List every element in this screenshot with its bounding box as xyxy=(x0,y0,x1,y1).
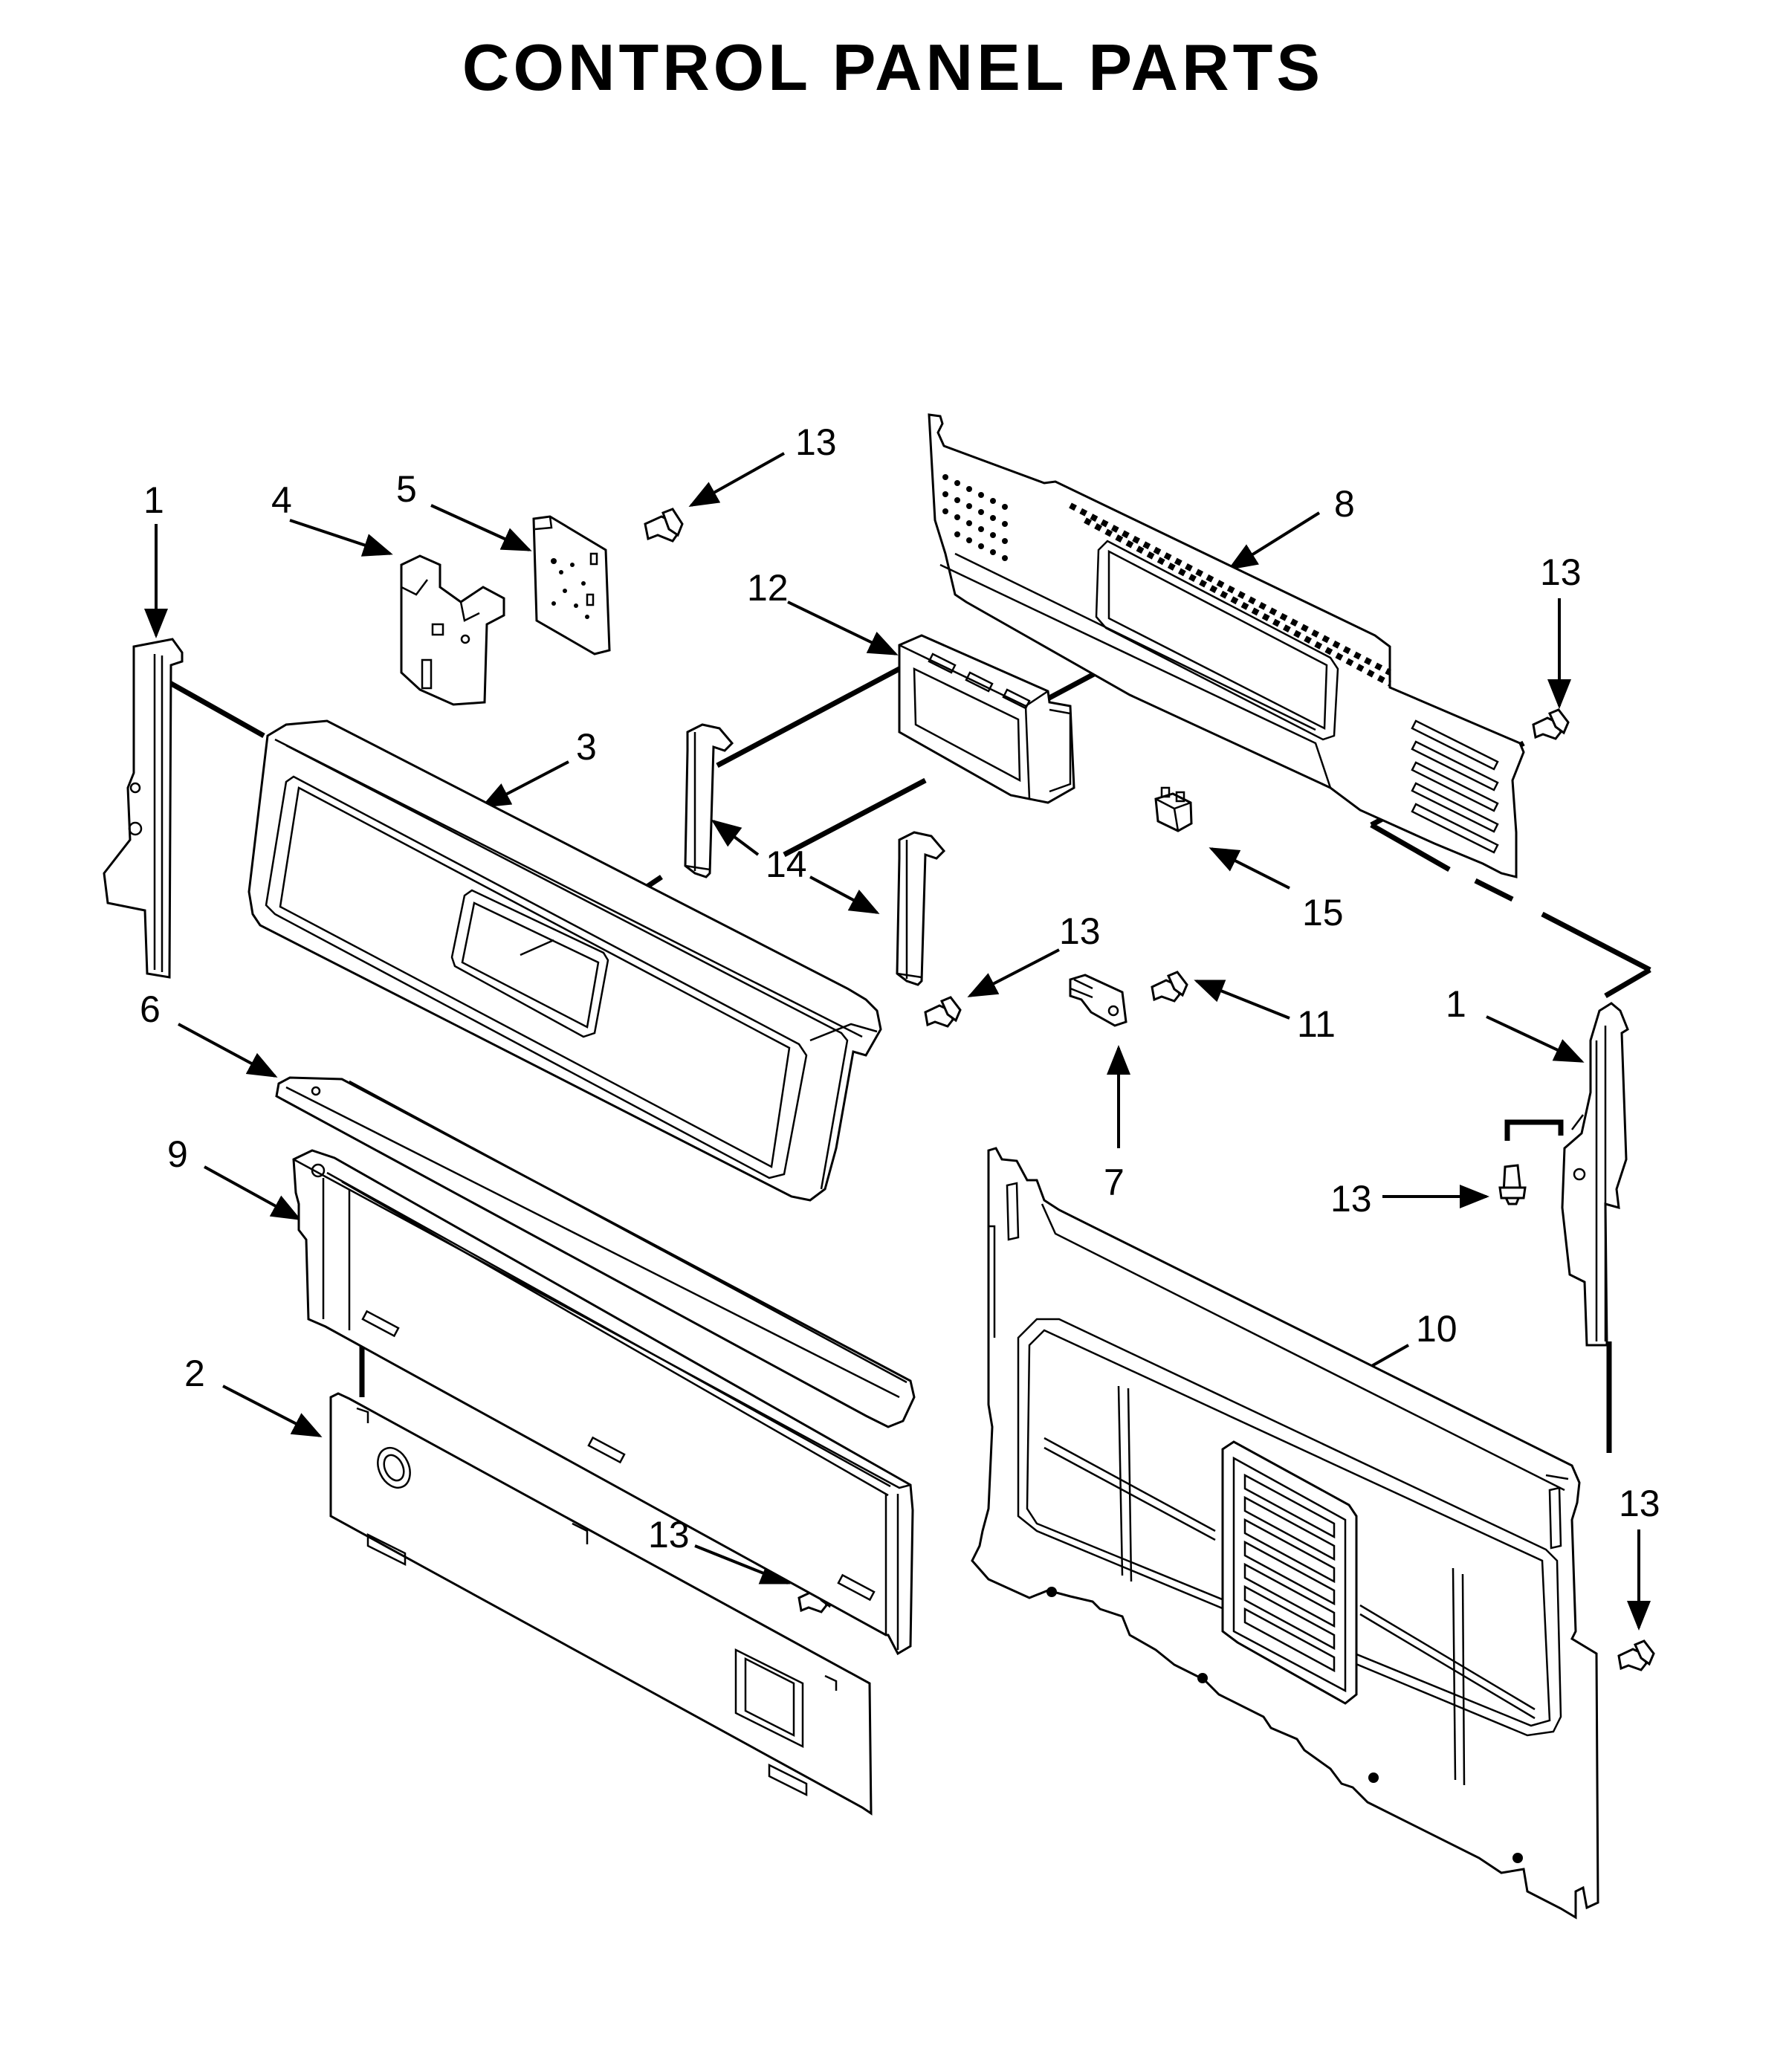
callout-13-mid: 13 xyxy=(1059,910,1101,952)
part-4-bracket xyxy=(400,554,505,706)
callout-15: 15 xyxy=(1302,892,1344,933)
part-8-rear-panel xyxy=(928,413,1525,878)
part-15-component xyxy=(1154,786,1193,832)
part-2-cover-plate xyxy=(329,1392,873,1816)
callout-12: 12 xyxy=(747,567,789,609)
callout-11: 11 xyxy=(1297,1003,1336,1045)
callout-13-right-top: 13 xyxy=(1540,551,1582,593)
leader-arrows xyxy=(144,452,1651,1631)
part-1-right-endcap xyxy=(1561,1002,1629,1347)
callout-7: 7 xyxy=(1104,1162,1125,1203)
vent-slots-panel-10 xyxy=(1243,1473,1336,1673)
part-7-clip xyxy=(1069,974,1127,1027)
screw-13-right-top xyxy=(1532,708,1570,740)
part-9-front-frame xyxy=(292,1149,914,1656)
callout-9: 9 xyxy=(167,1133,188,1175)
part-3-console xyxy=(247,719,882,1202)
callout-1-right: 1 xyxy=(1446,983,1466,1025)
screw-13-mid xyxy=(924,996,962,1028)
callout-5: 5 xyxy=(396,468,417,510)
part-6-trim-strip xyxy=(275,1076,916,1428)
part-14-bracket-lower xyxy=(896,831,946,986)
screw-13-bottom-right xyxy=(1617,1639,1655,1671)
callout-13-top: 13 xyxy=(795,421,837,463)
vent-holes-left xyxy=(942,474,1008,561)
callout-6: 6 xyxy=(140,988,161,1030)
callout-4: 4 xyxy=(271,479,292,521)
part-5-circuit-board xyxy=(532,515,611,655)
diagram-title: CONTROL PANEL PARTS xyxy=(462,30,1324,104)
screw-13-right-mid xyxy=(1498,1164,1527,1205)
callout-14: 14 xyxy=(766,844,807,885)
callout-8: 8 xyxy=(1334,483,1355,525)
callout-13-right-mid: 13 xyxy=(1330,1178,1372,1220)
vent-slots-right xyxy=(1411,719,1499,854)
screw-11 xyxy=(1151,971,1188,1003)
callout-10: 10 xyxy=(1416,1308,1457,1350)
callout-3: 3 xyxy=(576,726,597,768)
part-14-brackets xyxy=(684,723,946,986)
callout-13-bottom-right: 13 xyxy=(1619,1483,1660,1524)
callout-2: 2 xyxy=(184,1353,205,1394)
screw-13-top xyxy=(644,508,684,543)
part-10-lower-panel xyxy=(971,1147,1599,1920)
callout-labels: 1 4 5 13 8 13 12 3 14 15 13 6 11 1 7 9 1… xyxy=(140,421,1660,1555)
part-12-electronic-control xyxy=(898,634,1075,804)
part-1-left-endcap xyxy=(103,638,184,979)
callout-1-left: 1 xyxy=(143,479,164,521)
part-14-bracket-upper xyxy=(684,723,734,878)
